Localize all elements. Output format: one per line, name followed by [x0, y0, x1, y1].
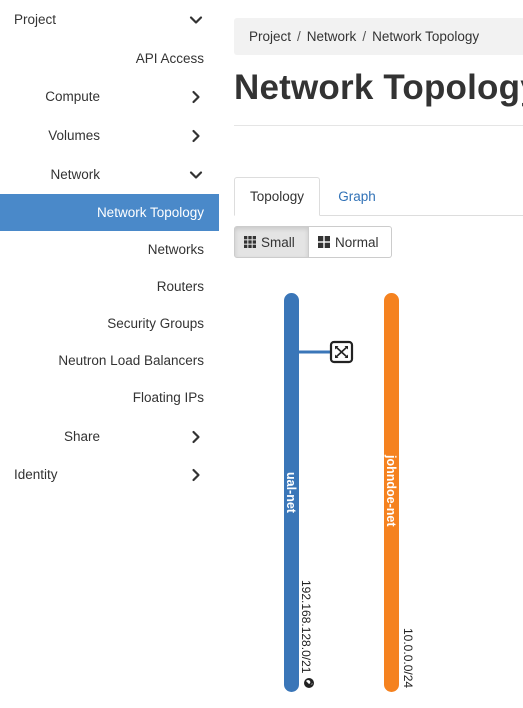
network-bar-johndoe-net[interactable] — [384, 293, 399, 692]
sidebar-item-network-topology[interactable]: Network Topology — [0, 194, 219, 231]
sidebar-item-label: Routers — [156, 279, 204, 294]
th-large-icon — [318, 236, 330, 248]
sidebar-item-label: Compute — [45, 89, 100, 104]
sidebar-item-label: API Access — [135, 51, 204, 66]
network-cidr-ual-net: 192.168.128.0/21 — [299, 580, 313, 674]
breadcrumb-item-network-topology: Network Topology — [372, 29, 480, 44]
page-title: Network Topology — [234, 68, 523, 107]
view-toggle: Small Normal — [234, 226, 392, 258]
network-name-ual-net: ual-net — [284, 472, 298, 513]
small-view-label: Small — [261, 234, 295, 250]
breadcrumb-separator: / — [297, 29, 301, 44]
tab-graph[interactable]: Graph — [338, 189, 376, 204]
sidebar-item-routers[interactable]: Routers — [0, 268, 219, 305]
chevron-right-icon — [192, 90, 200, 104]
chevron-down-icon — [189, 16, 203, 24]
sidebar-item-api-access[interactable]: API Access — [0, 40, 219, 77]
sidebar-item-label: Security Groups — [107, 316, 204, 331]
globe-icon — [304, 678, 314, 688]
small-view-button[interactable]: Small — [234, 226, 309, 258]
topology-canvas: ual-net johndoe-net 192.168.128.0/21 10.… — [234, 280, 523, 708]
sidebar-item-networks[interactable]: Networks — [0, 231, 219, 268]
sidebar-item-floating-ips[interactable]: Floating IPs — [0, 379, 219, 416]
normal-view-label: Normal — [335, 234, 379, 250]
chevron-down-icon — [189, 171, 203, 179]
router-icon[interactable] — [329, 340, 354, 364]
topology-svg — [284, 293, 399, 692]
chevron-right-icon — [192, 468, 200, 482]
chevron-right-icon — [192, 129, 200, 143]
title-divider — [234, 125, 523, 126]
breadcrumb-item-project[interactable]: Project — [249, 29, 292, 44]
sidebar-item-label: Identity — [14, 467, 58, 482]
breadcrumb: Project / Network / Network Topology — [234, 18, 523, 55]
network-name-johndoe-net: johndoe-net — [384, 455, 398, 527]
tab-topology[interactable]: Topology — [234, 177, 320, 216]
sidebar-item-label: Network Topology — [96, 205, 204, 220]
th-icon — [244, 236, 256, 248]
breadcrumb-item-network[interactable]: Network — [306, 29, 357, 44]
sidebar-item-neutron-load-balancers[interactable]: Neutron Load Balancers — [0, 342, 219, 379]
sidebar-item-network[interactable]: Network — [0, 156, 219, 193]
normal-view-button[interactable]: Normal — [309, 226, 392, 258]
sidebar-item-volumes[interactable]: Volumes — [0, 117, 219, 154]
sidebar-item-label: Neutron Load Balancers — [58, 353, 204, 368]
sidebar-item-compute[interactable]: Compute — [0, 78, 219, 115]
sidebar: Project API Access Compute Volumes Netwo… — [0, 0, 219, 708]
sidebar-item-label: Floating IPs — [132, 390, 204, 405]
sidebar-item-label: Volumes — [48, 128, 100, 143]
sidebar-item-project[interactable]: Project — [0, 1, 219, 38]
sidebar-item-label: Network — [50, 167, 100, 182]
sidebar-item-security-groups[interactable]: Security Groups — [0, 305, 219, 342]
sidebar-item-identity[interactable]: Identity — [0, 456, 219, 493]
sidebar-item-label: Share — [63, 429, 100, 444]
chevron-right-icon — [192, 430, 200, 444]
sidebar-item-share[interactable]: Share — [0, 418, 219, 455]
sidebar-item-label: Networks — [147, 242, 204, 257]
sidebar-item-label: Project — [14, 12, 57, 27]
tabs-divider — [234, 215, 523, 216]
network-cidr-johndoe-net: 10.0.0.0/24 — [401, 628, 415, 689]
network-bar-ual-net[interactable] — [284, 293, 299, 692]
breadcrumb-separator: / — [362, 29, 367, 44]
